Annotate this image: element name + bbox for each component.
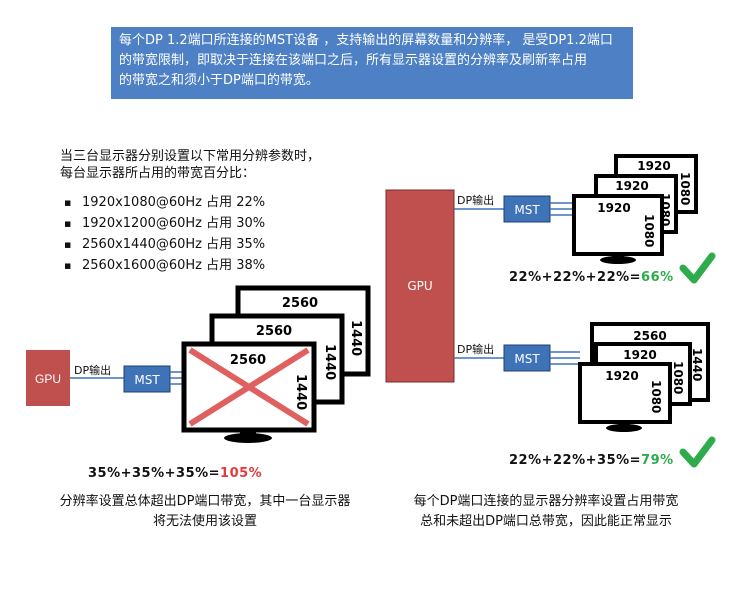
monitor-width-label: 2560 <box>282 296 318 311</box>
mst-box <box>503 344 551 372</box>
banner-line: 每个DP 1.2端口所连接的MST设备 ，支持输出的屏幕数量和分辨率， 是受DP… <box>119 33 613 48</box>
caption-line: 每个DP端口连接的显示器分辨率设置占用带宽 <box>413 494 679 509</box>
mst-label: MST <box>514 203 540 217</box>
resolution-item: 2560x1600@60Hz 占用 38% <box>64 255 265 276</box>
monitor-width-label: 1920 <box>597 201 630 215</box>
dp-output-label: DP输出 <box>457 342 494 356</box>
monitor-over-bandwidth: 2560 1440 <box>181 341 317 443</box>
monitor-height-label: 1080 <box>671 361 685 394</box>
explanation-banner: 每个DP 1.2端口所连接的MST设备 ，支持输出的屏幕数量和分辨率， 是受DP… <box>111 27 633 99</box>
monitor: 1920 1080 <box>578 362 672 432</box>
banner-line: 的带宽之和须小于DP端口的带宽。 <box>119 73 319 88</box>
monitor-width-label: 1920 <box>637 159 670 173</box>
monitor-height-label: 1440 <box>322 344 337 380</box>
resolution-item: 1920x1080@60Hz 占用 22% <box>64 192 265 213</box>
caption-line: 分辨率设置总体超出DP端口带宽，其中一台显示器 <box>59 494 351 509</box>
check-icon <box>679 252 716 284</box>
check-icon <box>679 436 716 468</box>
monitor-width-label: 2560 <box>230 353 266 368</box>
monitor-width-label: 2560 <box>256 324 292 339</box>
resolution-item: 1920x1200@60Hz 占用 30% <box>64 213 265 234</box>
left-setup: GPU DP输出 MST 2560 1440 2560 1440 2560 14… <box>26 285 371 443</box>
monitor-height-label: 1080 <box>678 172 692 205</box>
left-caption: 分辨率设置总体超出DP端口带宽，其中一台显示器 将无法使用该设置 <box>40 492 370 532</box>
intro-line: 每台显示器所占用的带宽百分比： <box>60 166 256 181</box>
gpu-label: GPU <box>35 372 61 386</box>
mst-box <box>503 195 551 223</box>
monitor-height-label: 1440 <box>690 348 704 381</box>
monitor-height-label: 1440 <box>348 320 363 356</box>
monitor-width-label: 1920 <box>615 179 648 193</box>
monitor-height-label: 1440 <box>293 374 308 410</box>
sum-parts: 35%+35%+35%= <box>88 466 221 481</box>
mst-label: MST <box>134 373 160 387</box>
mst-label: MST <box>514 352 540 366</box>
intro-text: 当三台显示器分别设置以下常用分辨参数时， 每台显示器所占用的带宽百分比： <box>60 148 320 182</box>
sum-parts: 22%+22%+22%= <box>509 270 642 285</box>
gpu-label: GPU <box>407 279 432 293</box>
intro-line: 当三台显示器分别设置以下常用分辨参数时， <box>60 149 321 164</box>
resolution-list: 1920x1080@60Hz 占用 22% 1920x1200@60Hz 占用 … <box>64 192 265 276</box>
sum-total: 79% <box>641 453 674 468</box>
monitor-width-label: 2560 <box>633 329 666 343</box>
gpu-box <box>385 189 455 383</box>
left-bandwidth-sum: 35%+35%+35%=105% <box>88 466 262 481</box>
monitor-height-label: 1080 <box>642 214 656 247</box>
sum-total: 66% <box>641 270 674 285</box>
monitor-width-label: 1920 <box>605 369 638 383</box>
resolution-item: 2560x1440@60Hz 占用 35% <box>64 234 265 255</box>
monitor-height-label: 1080 <box>649 380 663 413</box>
right-setup: GPU DP输出 MST 1920 1080 1920 1080 1920 10… <box>385 154 716 468</box>
monitor: 1920 1080 <box>572 194 664 264</box>
monitor-width-label: 1920 <box>623 348 656 362</box>
dp-output-label: DP输出 <box>74 363 111 377</box>
bottom-right-bandwidth-sum: 22%+22%+35%=79% <box>509 453 674 468</box>
top-right-bandwidth-sum: 22%+22%+22%=66% <box>509 270 674 285</box>
gpu-box <box>26 350 70 406</box>
dp-output-label: DP输出 <box>457 193 494 207</box>
sum-parts: 22%+22%+35%= <box>509 453 642 468</box>
banner-line: 的带宽限制，即取决于连接在该端口之后，所有显示器设置的分辨率及刷新率占用 <box>119 53 588 68</box>
right-caption: 每个DP端口连接的显示器分辨率设置占用带宽 总和未超出DP端口总带宽，因此能正常… <box>396 492 696 532</box>
mst-box <box>123 365 171 393</box>
sum-total: 105% <box>220 466 263 481</box>
caption-line: 将无法使用该设置 <box>152 514 257 529</box>
caption-line: 总和未超出DP端口总带宽，因此能正常显示 <box>420 514 672 529</box>
